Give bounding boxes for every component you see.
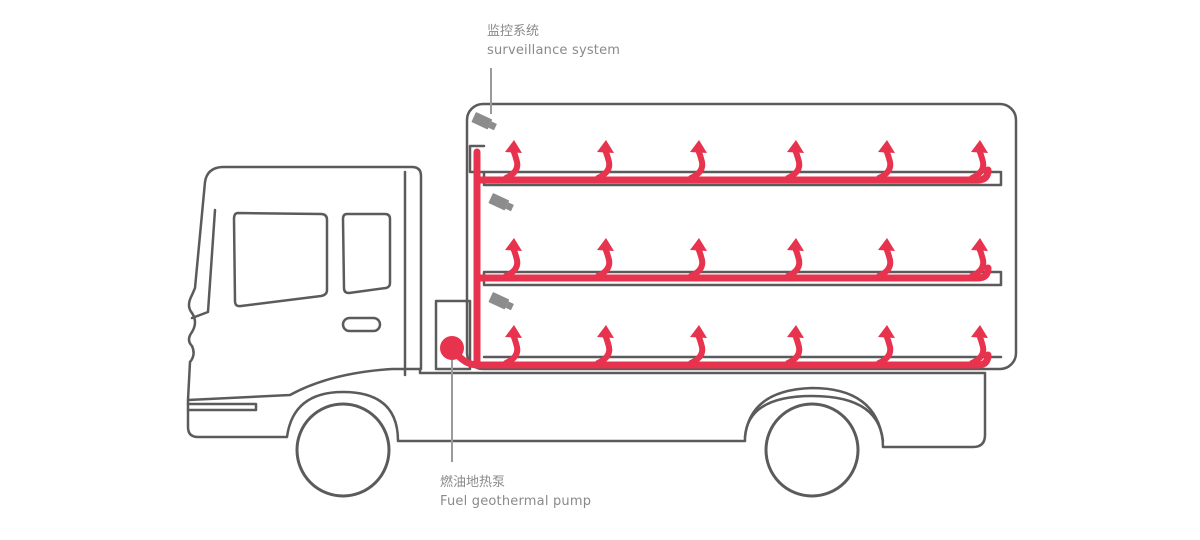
heat-arrow-head <box>971 238 988 251</box>
heat-pipe-bottom <box>449 346 992 369</box>
heat-arrow-icon <box>688 245 706 279</box>
heat-arrow-head <box>878 238 895 251</box>
heat-arrow-icon <box>969 332 987 366</box>
pump-label-zh: 燃油地热泵 <box>440 475 506 490</box>
camera-icon <box>471 112 497 131</box>
heat-arrow-icon <box>503 147 521 181</box>
heat-arrow-head <box>505 325 522 338</box>
heat-arrow-head <box>597 140 614 153</box>
heat-arrow-head <box>597 238 614 251</box>
cabin-window-side <box>341 212 392 295</box>
heat-arrow-head <box>690 325 707 338</box>
heat-arrow-head <box>505 140 522 153</box>
front-bumper <box>186 402 258 412</box>
heat-arrow-head <box>787 140 804 153</box>
pump-callout: 燃油地热泵 Fuel geothermal pump <box>440 476 591 508</box>
heat-arrow-icon <box>503 245 521 279</box>
heat-arrow-icon <box>876 245 894 279</box>
truck-cabin <box>186 165 423 402</box>
pump-icon <box>440 336 464 360</box>
heat-pipe-middle <box>473 264 992 282</box>
heat-arrow-icon <box>503 332 521 366</box>
heat-arrow-head <box>878 325 895 338</box>
door-handle <box>341 316 382 333</box>
heat-arrow-icon <box>969 245 987 279</box>
heat-arrow-icon <box>785 332 803 366</box>
heat-arrow-icon <box>969 147 987 181</box>
wheel-icon <box>764 402 860 498</box>
camera-icon <box>488 292 514 311</box>
heat-arrow-icon <box>595 332 613 366</box>
heat-arrow-head <box>971 140 988 153</box>
heat-arrow-head <box>787 325 804 338</box>
heat-arrow-head <box>690 140 707 153</box>
heat-arrow-icon <box>688 332 706 366</box>
pump-label-en: Fuel geothermal pump <box>440 494 592 509</box>
heat-arrow-icon <box>785 147 803 181</box>
cargo-box <box>465 102 1018 371</box>
surveillance-label-en: surveillance system <box>487 43 621 58</box>
heat-arrow-icon <box>876 147 894 181</box>
heat-arrow-head <box>787 238 804 251</box>
heat-arrow-icon <box>785 245 803 279</box>
wheel-arch-rear <box>743 386 885 443</box>
wheel-icon <box>295 402 391 498</box>
surveillance-callout: 监控系统 surveillance system <box>487 25 620 57</box>
heat-arrow-head <box>690 238 707 251</box>
heat-arrow-head <box>505 238 522 251</box>
surveillance-label-zh: 监控系统 <box>487 24 540 39</box>
heat-arrow-head <box>878 140 895 153</box>
heat-arrow-icon <box>876 332 894 366</box>
cabin-window-front <box>232 211 329 308</box>
heat-arrow-icon <box>595 245 613 279</box>
windshield-edge <box>190 208 217 320</box>
heat-arrow-head <box>597 325 614 338</box>
heat-arrow-head <box>971 325 988 338</box>
heat-pipe-top <box>473 166 992 184</box>
heat-arrow-icon <box>688 147 706 181</box>
heat-arrow-icon <box>595 147 613 181</box>
camera-icon <box>488 193 514 212</box>
